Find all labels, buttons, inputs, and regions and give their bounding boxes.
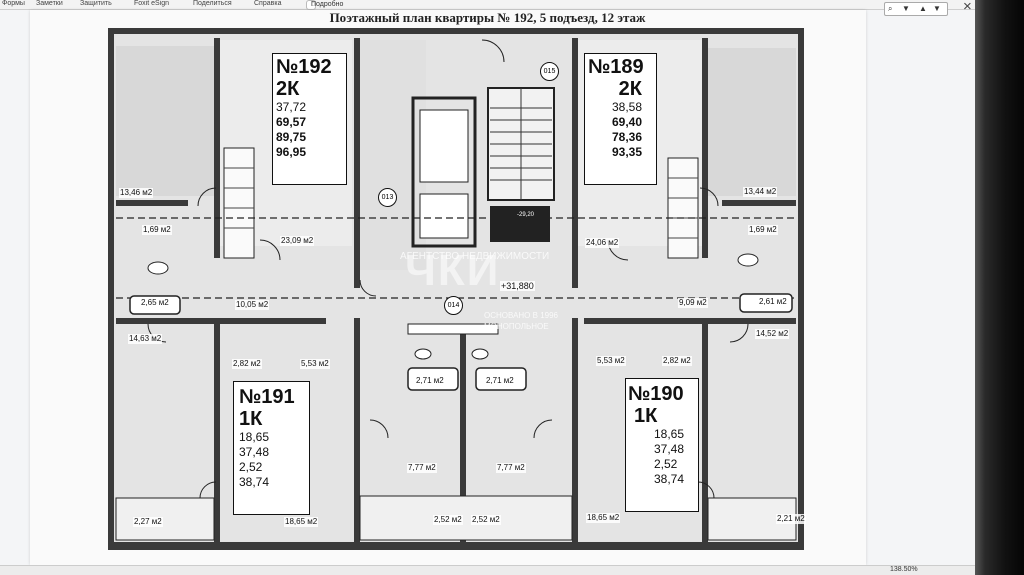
apartment-number: №190 (628, 383, 684, 405)
room-area-label: 2,65 м2 (140, 298, 170, 308)
stair-mark: -29,20 (516, 210, 536, 220)
room-area-label: 14,52 м2 (755, 329, 790, 339)
apartment-type: 1К (634, 405, 658, 427)
level-mark: +31,880 (500, 281, 535, 291)
room-area-label: 2,52 м2 (433, 515, 463, 525)
watermark-founded-text: ОСНОВАНО В 1996 (484, 311, 558, 320)
room-area-label: 24,06 м2 (585, 238, 620, 248)
room-area-label: 7,77 м2 (407, 463, 437, 473)
room-area-label: 2,82 м2 (232, 359, 262, 369)
apartment-190-card: №190 1К 18,65 37,48 2,52 38,74 (625, 378, 699, 512)
search-box[interactable]: ⌕ ▼ ▲ ▼ (884, 2, 948, 16)
apartment-area-value: 37,72 (276, 100, 307, 114)
menu-share[interactable]: Поделиться (193, 0, 232, 7)
room-area-label: 2,71 м2 (485, 376, 515, 386)
status-bar (0, 565, 975, 575)
search-prev-icon[interactable]: ▲ (919, 4, 927, 13)
apartment-area-value: 38,58 (611, 100, 642, 114)
close-button[interactable]: × (963, 0, 972, 15)
room-area-label: 13,44 м2 (743, 187, 778, 197)
room-area-label: 14,63 м2 (128, 334, 163, 344)
apartment-area-value: 37,48 (239, 445, 270, 459)
apartment-area-value: 89,75 (276, 130, 307, 144)
lightbulb-icon: ◌ (311, 1, 316, 8)
room-area-label: 2,21 м2 (776, 514, 806, 524)
section-marker: 013 (378, 188, 397, 207)
search-next-icon[interactable]: ▼ (933, 4, 941, 13)
room-area-label: 2,27 м2 (133, 517, 163, 527)
apartment-number: №191 (239, 386, 295, 408)
room-area-label: 2,52 м2 (471, 515, 501, 525)
room-area-label: 7,77 м2 (496, 463, 526, 473)
section-marker: 014 (444, 296, 463, 315)
apartment-area-value: 18,65 (654, 427, 685, 441)
apartment-area-value: 2,52 (239, 460, 263, 474)
menu-protect[interactable]: Защитить (80, 0, 112, 7)
menu-foxit-esign[interactable]: Foxit eSign (134, 0, 170, 7)
apartment-area-value: 96,95 (276, 145, 307, 159)
room-area-label: 2,71 м2 (415, 376, 445, 386)
room-area-label: 2,82 м2 (662, 356, 692, 366)
apartment-area-value: 38,74 (654, 472, 685, 486)
apartment-type: 1К (239, 408, 263, 430)
search-options-icon[interactable]: ▼ (902, 4, 910, 13)
apartment-area-value: 78,36 (611, 130, 642, 144)
monitor-bezel (975, 0, 1024, 575)
watermark-sub-text: МОНОПОЛЬНОЕ (484, 322, 549, 331)
room-area-label: 5,53 м2 (596, 356, 626, 366)
menu-forms[interactable]: Формы (2, 0, 25, 7)
room-area-label: 18,65 м2 (586, 513, 621, 523)
apartment-area-value: 18,65 (239, 430, 270, 444)
apartment-191-card: №191 1К 18,65 37,48 2,52 38,74 (233, 381, 310, 515)
apartment-type: 2К (618, 78, 642, 100)
section-marker: 015 (540, 62, 559, 81)
room-area-label: 5,53 м2 (300, 359, 330, 369)
apartment-number: №192 (276, 56, 332, 78)
room-area-label: 1,69 м2 (748, 225, 778, 235)
room-area-label: 9,09 м2 (678, 298, 708, 308)
search-icon: ⌕ (888, 4, 893, 13)
room-area-label: 13,46 м2 (119, 188, 154, 198)
apartment-area-value: 93,35 (611, 145, 642, 159)
apartment-area-value: 37,48 (654, 442, 685, 456)
room-area-label: 2,61 м2 (758, 297, 788, 307)
help-details-button[interactable]: ◌ Подробно (306, 0, 343, 10)
room-area-label: 18,65 м2 (284, 517, 319, 527)
apartment-area-value: 69,40 (611, 115, 642, 129)
apartment-area-value: 69,57 (276, 115, 307, 129)
apartment-189-card: №189 2К 38,58 69,40 78,36 93,35 (584, 53, 657, 185)
apartment-area-value: 2,52 (654, 457, 678, 471)
help-details-label: Подробно (311, 1, 344, 8)
room-area-label: 10,05 м2 (235, 300, 270, 310)
apartment-number: №189 (588, 56, 644, 78)
room-area-label: 1,69 м2 (142, 225, 172, 235)
apartment-type: 2К (276, 78, 300, 100)
watermark-logo: ЧКИ (405, 246, 501, 295)
watermark-agency-text: АГЕНТСТВО НЕДВИЖИМОСТИ (400, 251, 550, 262)
menu-help[interactable]: Справка (254, 0, 282, 7)
zoom-level[interactable]: 138.50% (890, 566, 918, 573)
ribbon-toolbar: Формы Заметки Защитить Foxit eSign Подел… (0, 0, 975, 10)
room-area-label: 23,09 м2 (280, 236, 315, 246)
apartment-192-card: №192 2К 37,72 69,57 89,75 96,95 (272, 53, 347, 185)
apartment-area-value: 38,74 (239, 475, 270, 489)
menu-notes[interactable]: Заметки (36, 0, 63, 7)
plan-title: Поэтажный план квартиры № 192, 5 подъезд… (329, 10, 646, 25)
